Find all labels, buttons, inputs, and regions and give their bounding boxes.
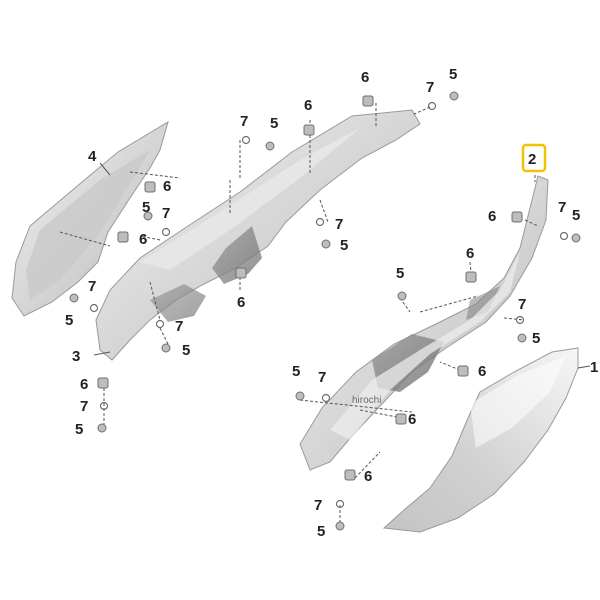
callout-clip-nut: 6 [478, 363, 486, 380]
part-4-left-side-cover [11, 120, 169, 317]
callout-washer: 7 [80, 398, 88, 415]
callout-clip-nut: 6 [361, 69, 369, 86]
callout-clip-nut: 6 [364, 468, 372, 485]
callout-part-3: 3 [72, 348, 80, 365]
callout-washer: 7 [162, 205, 170, 222]
callout-washer: 7 [318, 369, 326, 386]
callout-washer: 7 [558, 199, 566, 216]
callout-screw: 5 [396, 265, 404, 282]
callout-clip-nut: 6 [163, 178, 171, 195]
part-3-center-cover [95, 109, 421, 361]
callout-clip-nut: 6 [488, 208, 496, 225]
callout-2-highlight [521, 143, 547, 173]
callout-washer: 7 [240, 113, 248, 130]
callout-clip-nut: 6 [139, 231, 147, 248]
callout-part-2: 2 [528, 151, 536, 168]
callout-screw: 5 [75, 421, 83, 438]
callout-screw: 5 [182, 342, 190, 359]
callout-clip-nut: 6 [408, 411, 416, 428]
callout-screw: 5 [270, 115, 278, 132]
part-callouts: 1 2 3 4 6 7 5 6 7 5 6 5 7 6 7 5 6 7 5 7 … [65, 66, 598, 540]
callout-washer: 7 [518, 296, 526, 313]
watermark: hirochi [352, 395, 381, 406]
callout-screw: 5 [65, 312, 73, 329]
part-1-lower-cover [382, 347, 579, 533]
callout-clip-nut: 6 [304, 97, 312, 114]
callout-screw: 5 [532, 330, 540, 347]
callout-washer: 7 [314, 497, 322, 514]
callout-clip-nut: 6 [237, 294, 245, 311]
callout-part-4: 4 [88, 148, 97, 165]
callout-washer: 7 [88, 278, 96, 295]
callout-clip-nut: 6 [466, 245, 474, 262]
callout-washer: 7 [426, 79, 434, 96]
callout-clip-nut: 6 [80, 376, 88, 393]
callout-washer: 7 [335, 216, 343, 233]
callout-screw: 5 [142, 199, 150, 216]
leader-lines [59, 103, 591, 525]
callout-screw: 5 [292, 363, 300, 380]
callout-screw: 5 [449, 66, 457, 83]
callout-part-1: 1 [590, 359, 598, 376]
callout-screw: 5 [572, 207, 580, 224]
part-2-right-cover [299, 175, 549, 471]
fastener-hardware [69, 91, 581, 531]
callout-washer: 7 [175, 318, 183, 335]
callout-screw: 5 [317, 523, 325, 540]
callout-screw: 5 [340, 237, 348, 254]
